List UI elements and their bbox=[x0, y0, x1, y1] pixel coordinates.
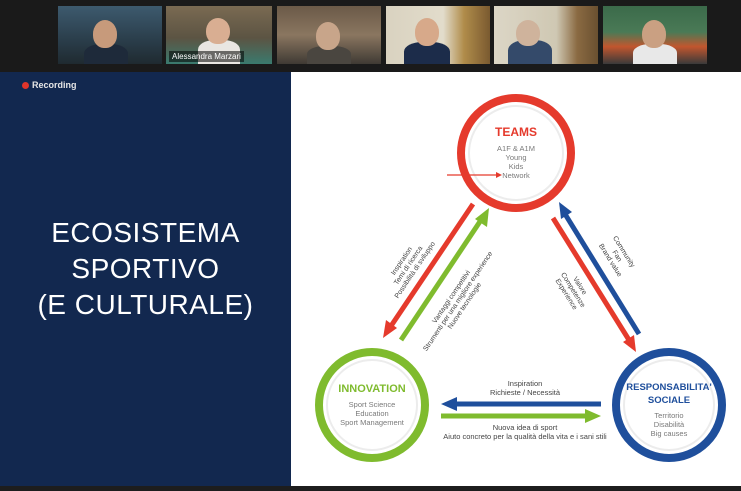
sociale-title: SOCIALE bbox=[648, 395, 690, 406]
arrow-teams-to-innovation bbox=[383, 202, 476, 338]
slide-title-line: (E CULTURALE) bbox=[37, 289, 254, 320]
sociale-item: Territorio bbox=[654, 411, 683, 420]
participant-tile[interactable] bbox=[494, 6, 598, 64]
innovation-item: Sport Management bbox=[340, 418, 405, 427]
innovation-ring bbox=[315, 348, 429, 462]
arrow-sociale-to-teams bbox=[559, 202, 642, 336]
participant-strip: Alessandra Marzari bbox=[0, 0, 741, 72]
teams-item: Network bbox=[502, 171, 530, 180]
responsabilita-sociale-node: RESPONSABILITA' SOCIALE Territorio Disab… bbox=[612, 348, 726, 462]
arrowhead-blue bbox=[441, 397, 457, 411]
recording-label: Recording bbox=[32, 80, 77, 90]
slide-title-line: ECOSISTEMA bbox=[51, 217, 240, 248]
innovation-item: Education bbox=[355, 409, 388, 418]
arrow-innovation-to-teams bbox=[398, 208, 489, 342]
slide-title-panel bbox=[0, 72, 291, 486]
arrowhead-red bbox=[623, 335, 636, 352]
sociale-ring bbox=[612, 348, 726, 462]
arrowhead-green bbox=[475, 208, 489, 227]
teams-item: A1F & A1M bbox=[497, 144, 535, 153]
slide-diagram-panel: TEAMS A1F & A1M Young Kids Network INNOV… bbox=[291, 72, 741, 486]
arrow-sociale-to-innovation bbox=[441, 397, 601, 411]
arrow-innovation-to-sociale bbox=[441, 409, 601, 423]
teams-item: Young bbox=[506, 153, 527, 162]
participant-tile[interactable] bbox=[386, 6, 490, 64]
arrowhead-blue bbox=[559, 202, 572, 219]
teams-title: TEAMS bbox=[495, 125, 537, 139]
arrow-label: Inspiration bbox=[508, 379, 543, 388]
ecosystem-diagram: TEAMS A1F & A1M Young Kids Network INNOV… bbox=[315, 94, 726, 462]
sociale-item: Big causes bbox=[651, 429, 688, 438]
teams-item: Kids bbox=[509, 162, 524, 171]
teams-ring bbox=[457, 94, 575, 212]
slide-title-line: SPORTIVO bbox=[71, 253, 220, 284]
arrow-label: Richieste / Necessità bbox=[490, 388, 561, 397]
innovation-item: Sport Science bbox=[349, 400, 396, 409]
innovation-title: INNOVATION bbox=[338, 383, 405, 395]
arrow-label: Aiuto concreto per la qualità della vita… bbox=[443, 432, 607, 441]
participant-tile[interactable] bbox=[58, 6, 162, 64]
participant-tile-active-speaker[interactable]: Alessandra Marzari bbox=[166, 6, 272, 64]
sociale-item: Disabilità bbox=[654, 420, 685, 429]
sociale-title: RESPONSABILITA' bbox=[626, 382, 711, 393]
participant-tile[interactable] bbox=[603, 6, 707, 64]
participant-tile[interactable] bbox=[277, 6, 381, 64]
arrowhead-green bbox=[585, 409, 601, 423]
innovation-node: INNOVATION Sport Science Education Sport… bbox=[315, 348, 429, 462]
arrowhead-red bbox=[383, 320, 397, 338]
slide-title: ECOSISTEMA SPORTIVO (E CULTURALE) bbox=[0, 215, 291, 323]
teams-node: TEAMS A1F & A1M Young Kids Network bbox=[447, 94, 575, 212]
arrow-teams-to-sociale bbox=[550, 216, 636, 352]
participant-name: Alessandra Marzari bbox=[169, 51, 244, 62]
arrow-label: Nuova idea di sport bbox=[493, 423, 559, 432]
recording-indicator-icon bbox=[22, 82, 29, 89]
